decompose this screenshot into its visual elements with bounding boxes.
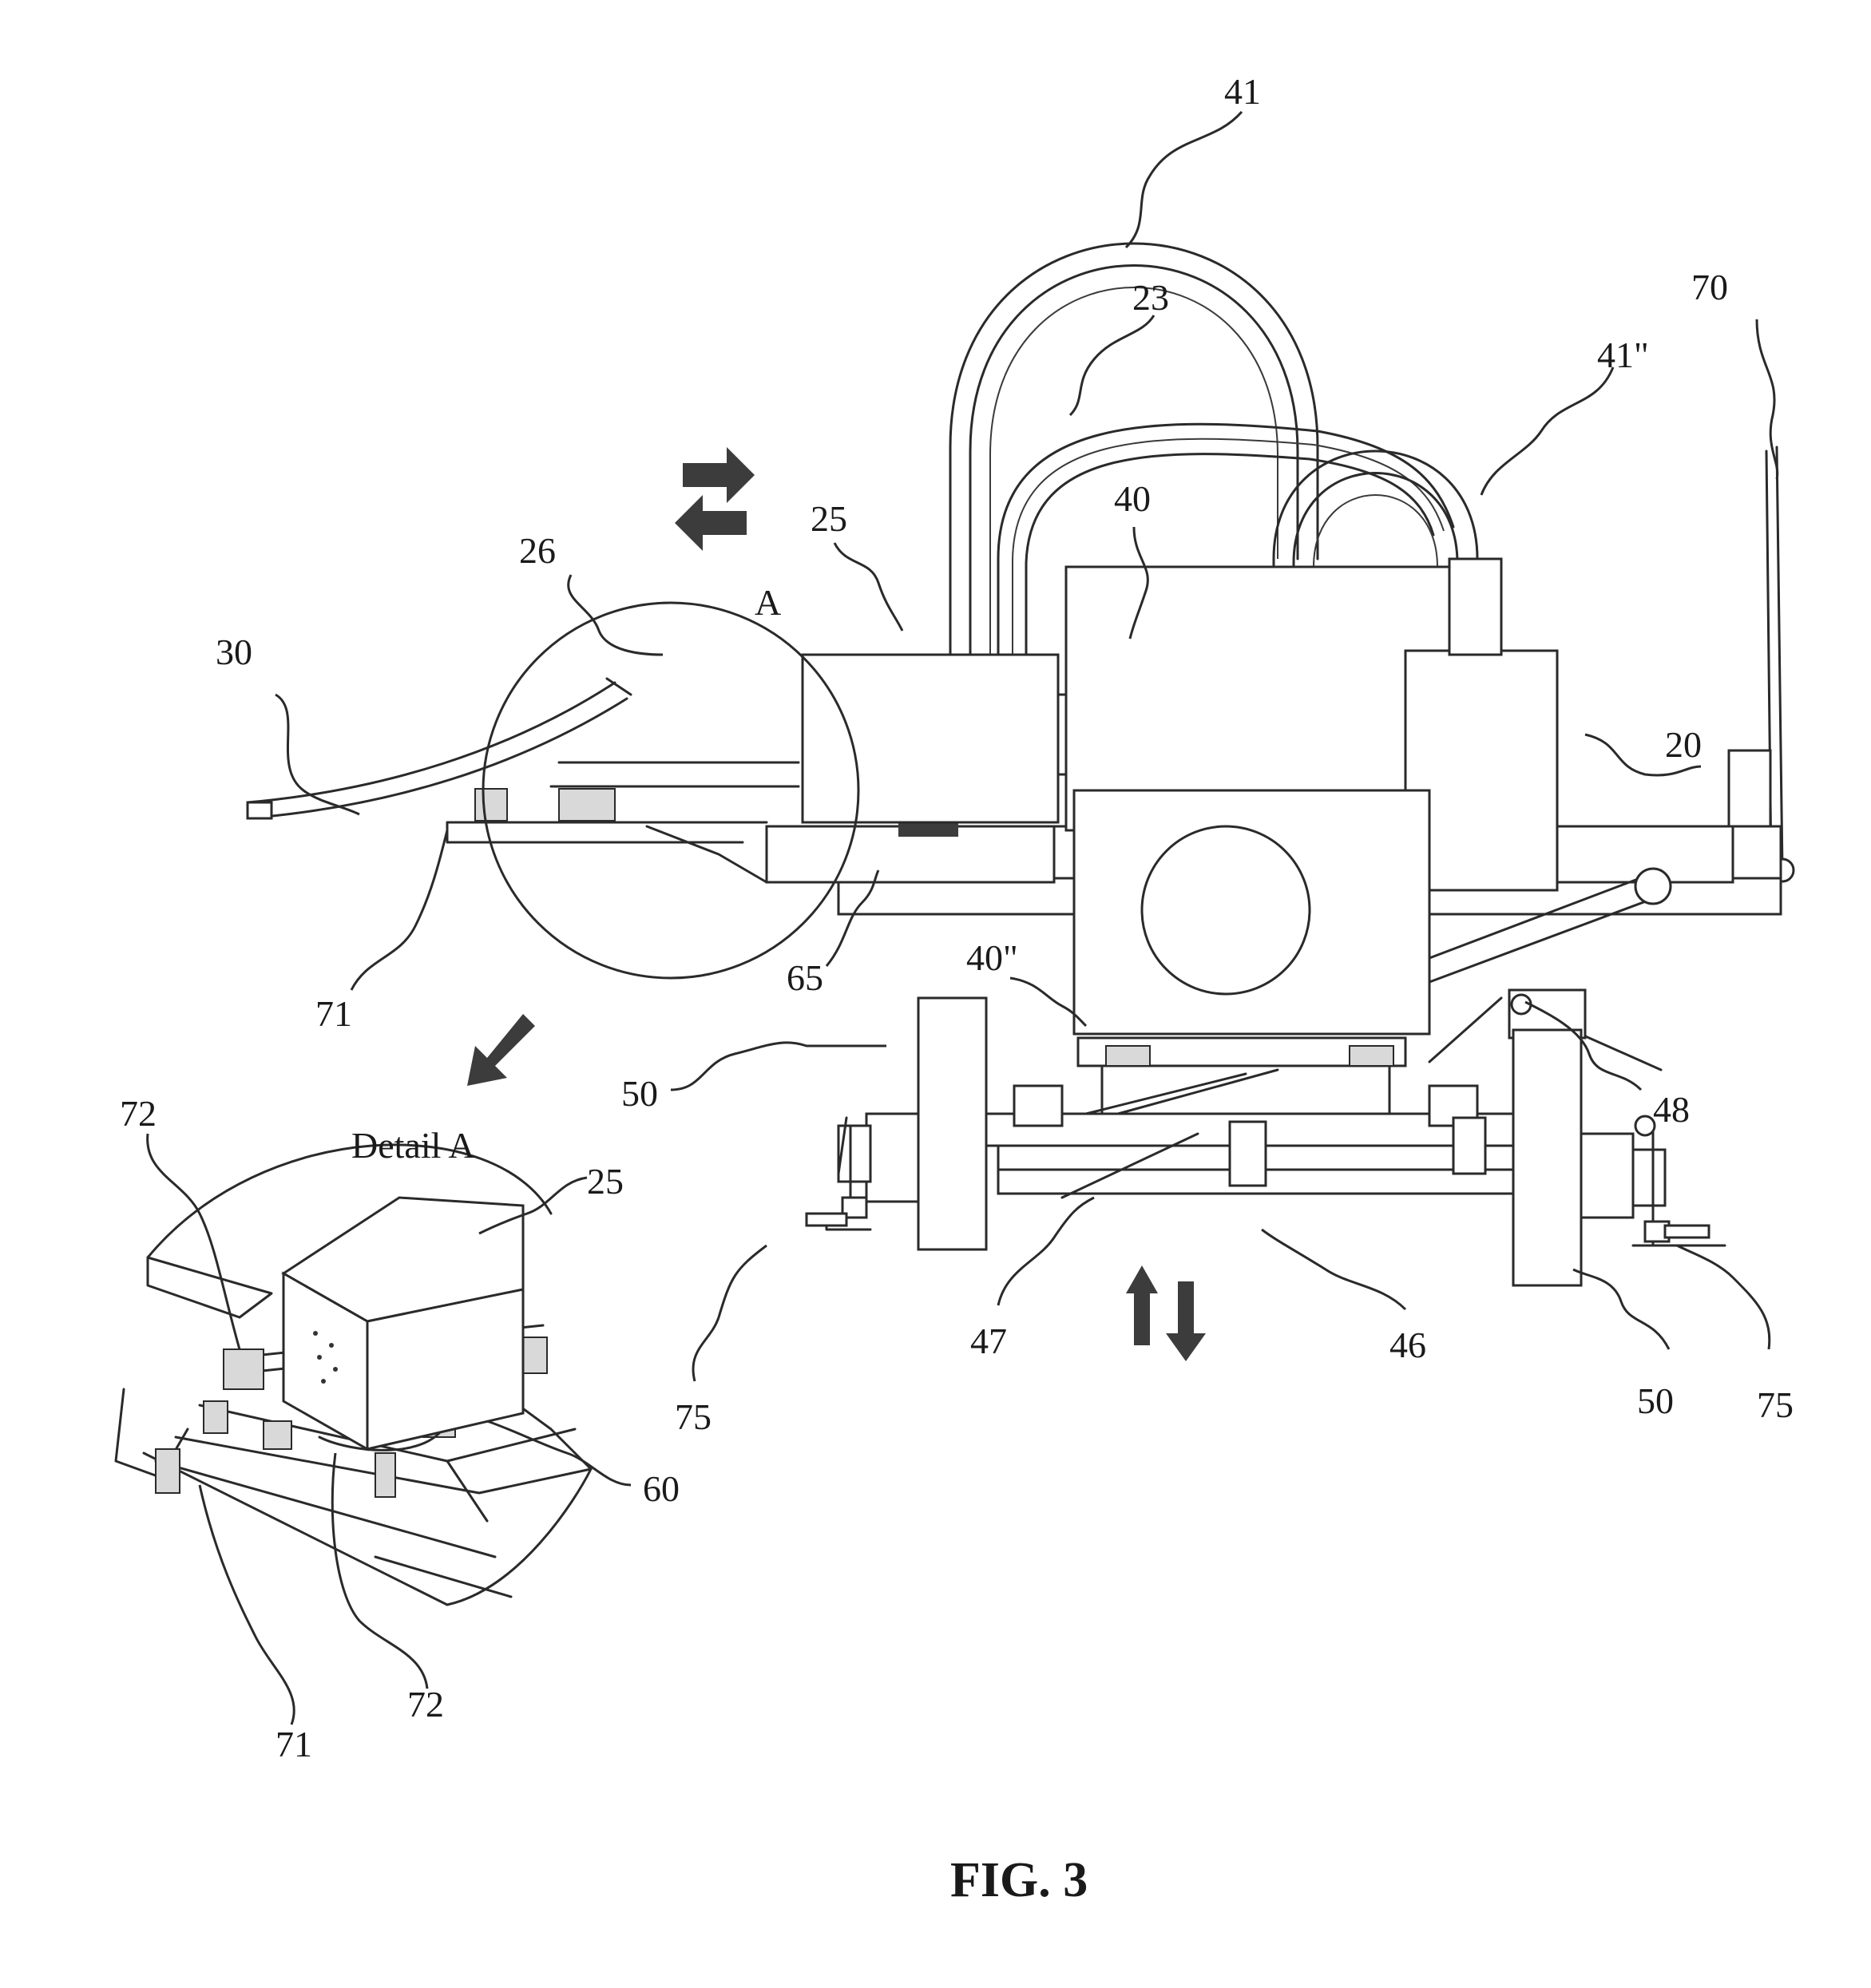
vertical-arrows <box>1126 1265 1206 1361</box>
tank-40-double-prime <box>1072 789 1431 1036</box>
detail-circle-a <box>482 601 860 980</box>
leader-lines <box>146 111 1779 1725</box>
ref-40: 40 <box>1114 478 1151 519</box>
ref-71: 71 <box>315 993 352 1034</box>
ref-65: 65 <box>787 957 823 998</box>
ref-41-double-prime: 41" <box>1597 335 1649 375</box>
ref-30: 30 <box>216 632 252 672</box>
detail-title: Detail A <box>351 1125 475 1166</box>
outrigger-75-right <box>1580 1115 1726 1247</box>
detail-ref-60: 60 <box>643 1468 680 1509</box>
rod-70 <box>1727 446 1795 883</box>
ref-20: 20 <box>1665 724 1702 765</box>
ref-40-double-prime: 40" <box>966 937 1018 978</box>
horizontal-arrows <box>675 447 755 551</box>
detail-pump-25 <box>281 1196 525 1451</box>
ref-75-left: 75 <box>675 1396 712 1437</box>
detail-a-view <box>114 1143 593 1606</box>
wheel-50-left <box>917 996 988 1251</box>
detail-ref-25: 25 <box>587 1161 624 1202</box>
main-machine <box>246 242 1795 1287</box>
ref-50-left: 50 <box>621 1073 658 1114</box>
figure-caption: FIG. 3 <box>950 1853 1088 1907</box>
pump-25 <box>801 653 1060 824</box>
ref-75-right: 75 <box>1757 1384 1794 1425</box>
ref-41: 41 <box>1224 71 1261 112</box>
hose-41 <box>949 242 1319 656</box>
ref-46: 46 <box>1389 1325 1426 1365</box>
chassis <box>877 1036 1591 1199</box>
reference-numerals: 41 23 70 41" 25 40 26 30 20 71 65 40" 48… <box>120 71 1794 1764</box>
detail-arrow <box>467 1014 535 1086</box>
hose-41-double-prime <box>1272 449 1479 792</box>
ref-48: 48 <box>1653 1089 1690 1130</box>
detail-circle-label: A <box>755 582 781 623</box>
ref-23: 23 <box>1132 277 1169 318</box>
ref-47: 47 <box>970 1321 1007 1361</box>
arm-26 <box>246 677 1056 884</box>
tank-40 <box>1064 565 1451 832</box>
detail-ref-72-top: 72 <box>120 1093 157 1134</box>
detail-ref-71: 71 <box>275 1724 312 1764</box>
ref-26: 26 <box>519 530 556 571</box>
wheel-50-right <box>1512 1028 1583 1287</box>
ref-50-right: 50 <box>1637 1380 1674 1421</box>
outrigger-75-left <box>805 1112 920 1231</box>
ref-25: 25 <box>811 498 847 539</box>
detail-ref-72-bottom: 72 <box>407 1684 444 1725</box>
unit-20 <box>1404 649 1559 892</box>
ref-70: 70 <box>1691 267 1728 307</box>
hose-23 <box>997 422 1455 656</box>
